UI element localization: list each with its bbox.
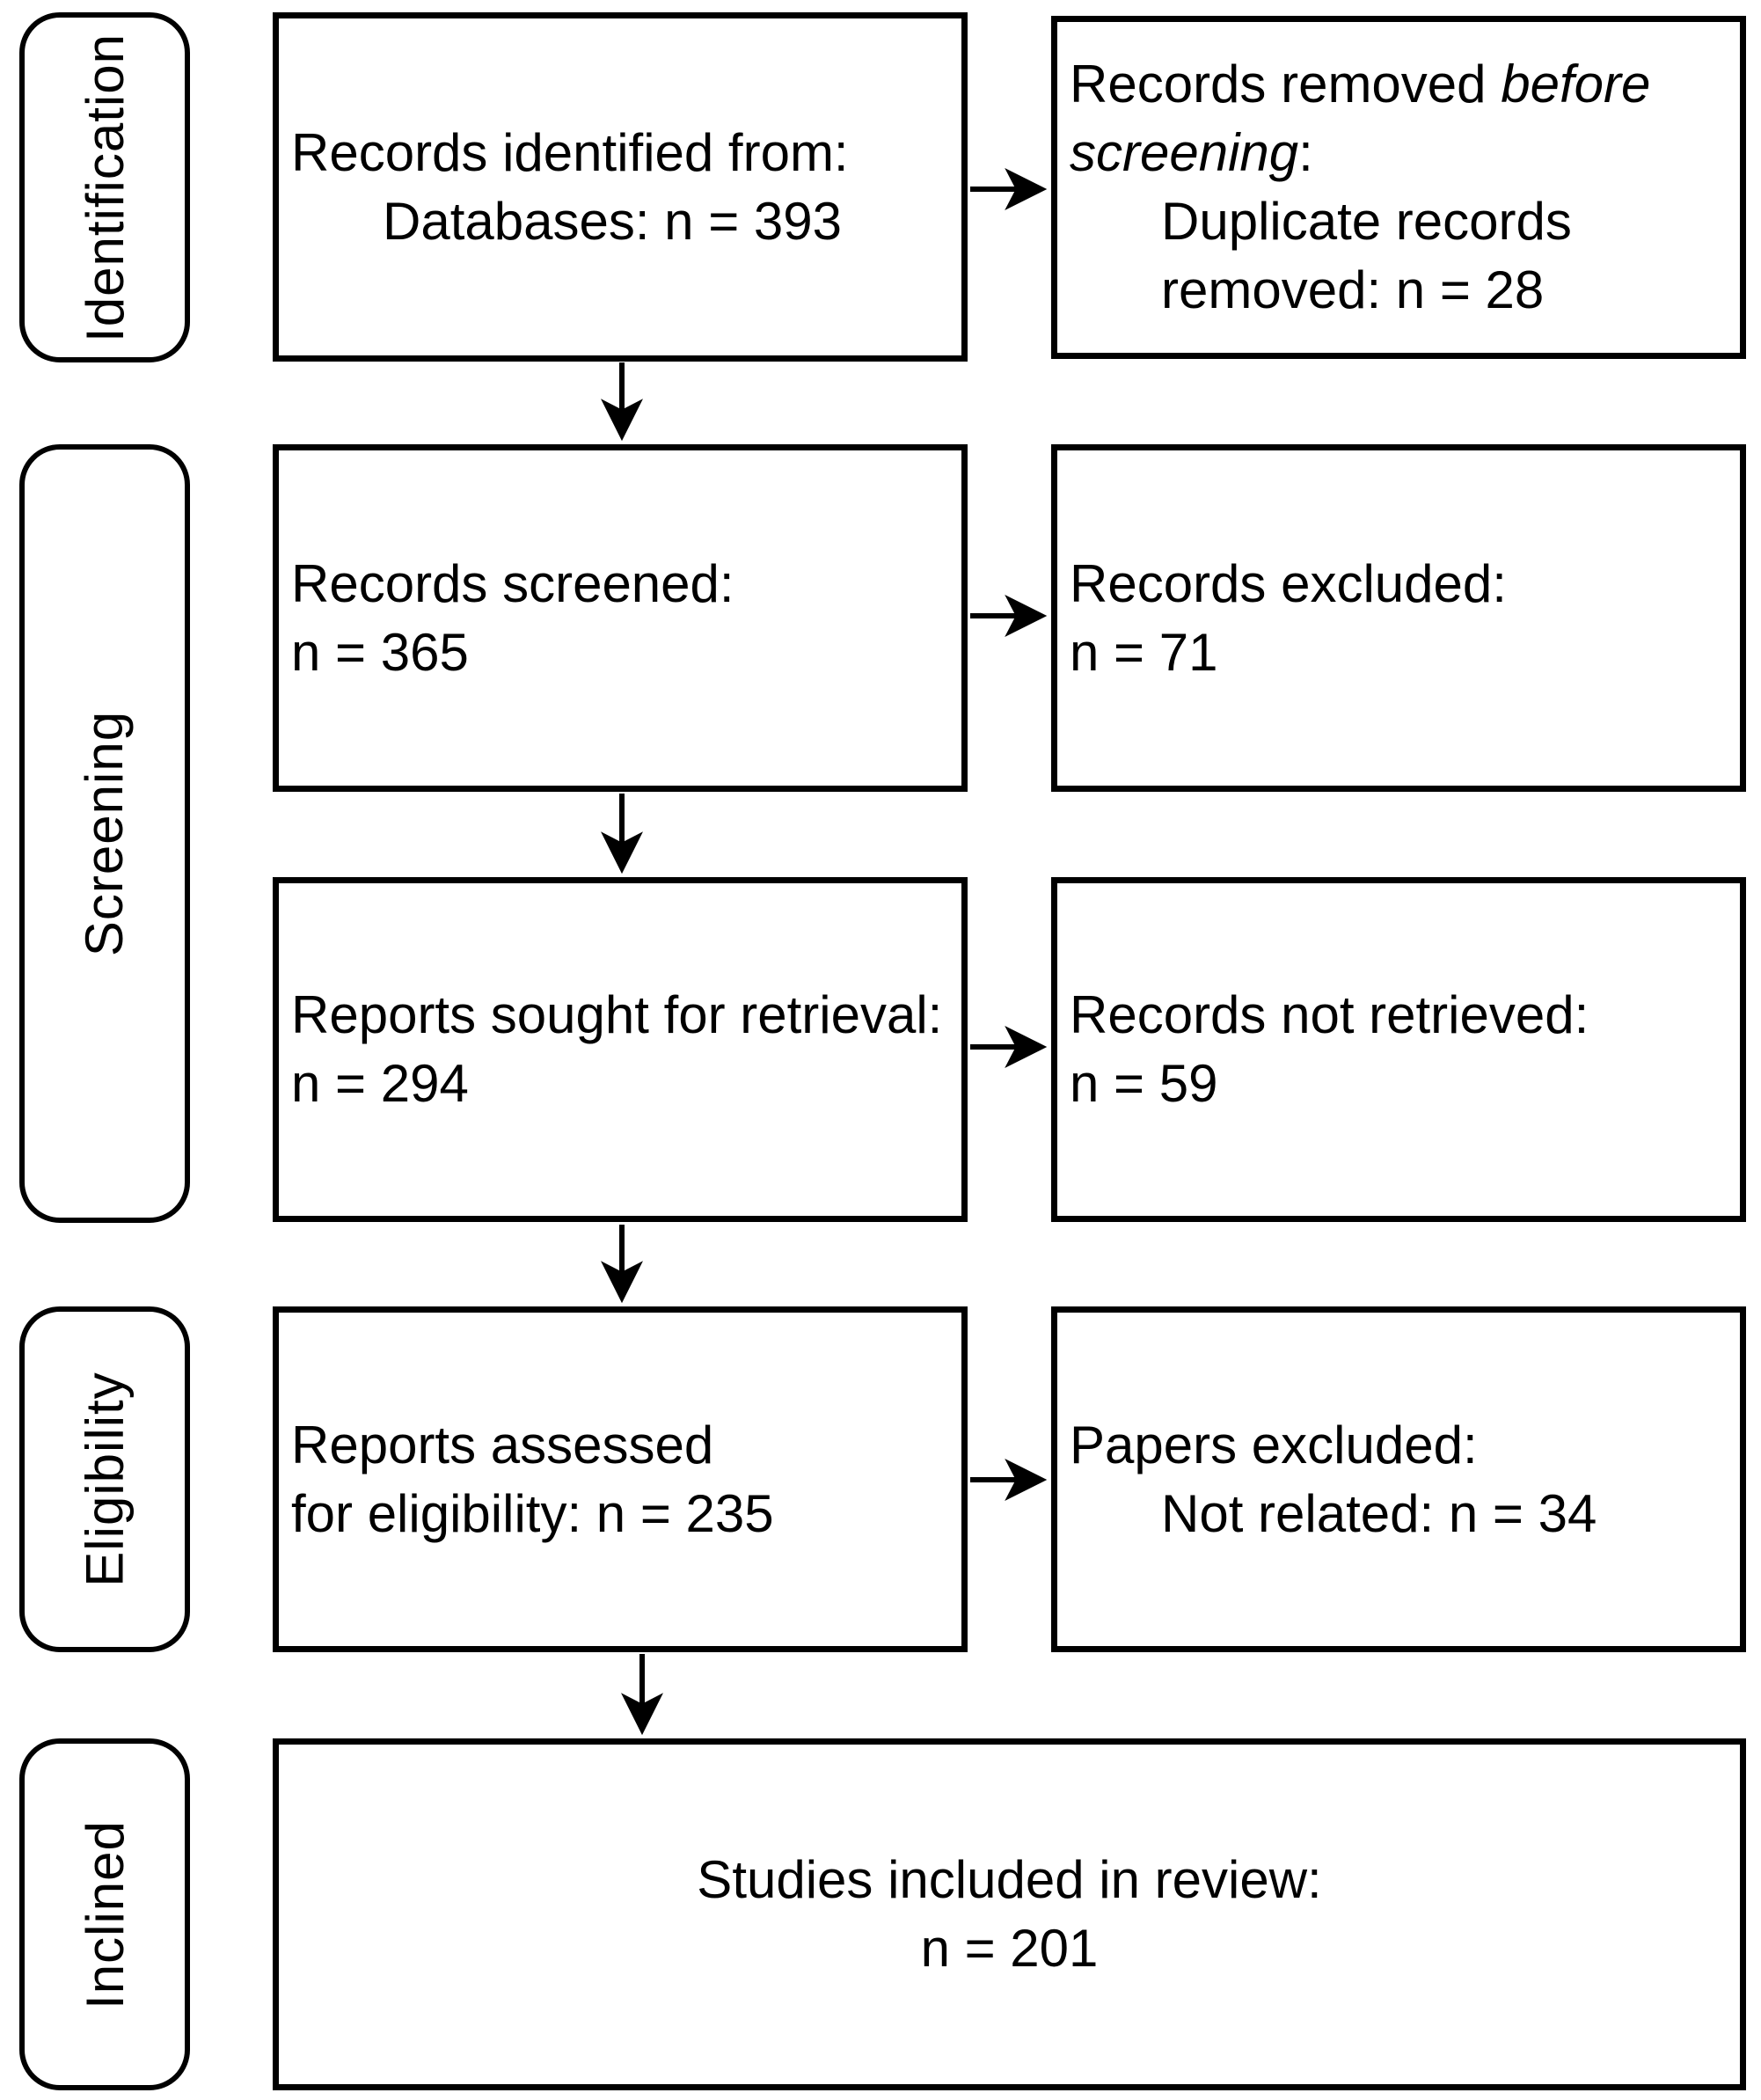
text-segment: Studies included in review: (697, 1850, 1322, 1909)
text-line: Studies included in review: (288, 1846, 1731, 1914)
text-segment: for eligibility: n = 235 (291, 1483, 774, 1543)
text-segment: : (1298, 123, 1313, 182)
text-segment: n = 365 (291, 622, 469, 682)
text-line: n = 71 (1070, 618, 1731, 687)
stage-label-screening: Screening (19, 444, 190, 1223)
box-records-identified: Records identified from: Databases: n = 3… (273, 12, 968, 362)
box-papers-excluded: Papers excluded: Not related: n = 34 (1051, 1306, 1746, 1652)
text-line: Records removed before screening: (1070, 50, 1731, 187)
text-line: Papers excluded: (1070, 1411, 1731, 1480)
text-line: Duplicate records (1070, 187, 1731, 256)
stage-label-text: Inclined (75, 1819, 135, 2009)
stage-label-eligibility: Eligibility (19, 1306, 190, 1652)
text-segment: Not related: n = 34 (1161, 1483, 1597, 1543)
box-studies-included-in-review: Studies included in review: n = 201 (273, 1738, 1746, 2090)
text-segment: n = 294 (291, 1054, 469, 1113)
text-segment: Records removed (1070, 55, 1502, 113)
text-segment: Databases: n = 393 (383, 191, 843, 251)
text-segment: Records excluded: (1070, 553, 1507, 613)
italic-text-segment: before screening (1070, 55, 1651, 182)
text-line: n = 365 (291, 618, 953, 687)
text-segment: Reports sought for retrieval: (291, 985, 943, 1044)
stage-label-text: Eligibility (75, 1372, 135, 1587)
text-line: Records screened: (291, 550, 953, 618)
stage-label-text: Identification (75, 33, 135, 342)
text-line: removed: n = 28 (1070, 256, 1731, 325)
text-line: Not related: n = 34 (1070, 1480, 1731, 1548)
text-segment: n = 59 (1070, 1054, 1218, 1113)
text-line: Databases: n = 393 (291, 187, 953, 256)
text-line: Reports sought for retrieval: (291, 981, 953, 1050)
text-line: Records excluded: (1070, 550, 1731, 618)
text-segment: Records not retrieved: (1070, 985, 1589, 1044)
box-records-not-retrieved: Records not retrieved: n = 59 (1051, 877, 1746, 1222)
text-line: for eligibility: n = 235 (291, 1480, 953, 1548)
text-line: Records not retrieved: (1070, 981, 1731, 1050)
text-segment: n = 71 (1070, 622, 1218, 682)
text-line: Reports assessed (291, 1411, 953, 1480)
text-line: n = 294 (291, 1050, 953, 1118)
text-segment: Records screened: (291, 553, 734, 613)
box-reports-assessed-for-eligibility: Reports assessed for eligibility: n = 235 (273, 1306, 968, 1652)
text-segment: n = 201 (920, 1919, 1099, 1978)
box-records-removed-before-screening: Records removed before screening:Duplica… (1051, 16, 1746, 359)
box-reports-sought-for-retrieval: Reports sought for retrieval: n = 294 (273, 877, 968, 1222)
text-line: n = 59 (1070, 1050, 1731, 1118)
stage-label-text: Screening (75, 710, 135, 957)
text-segment: Duplicate records (1161, 192, 1572, 251)
stage-label-identification: Identification (19, 12, 190, 362)
box-records-excluded: Records excluded: n = 71 (1051, 444, 1746, 792)
box-records-screened: Records screened: n = 365 (273, 444, 968, 792)
text-segment: removed: n = 28 (1161, 260, 1545, 319)
text-segment: Records identified from: (291, 122, 849, 182)
text-segment: Papers excluded: (1070, 1415, 1478, 1474)
text-segment: Reports assessed (291, 1415, 714, 1474)
text-line: Records identified from: (291, 119, 953, 187)
stage-label-included: Inclined (19, 1738, 190, 2090)
text-line: n = 201 (288, 1914, 1731, 1983)
